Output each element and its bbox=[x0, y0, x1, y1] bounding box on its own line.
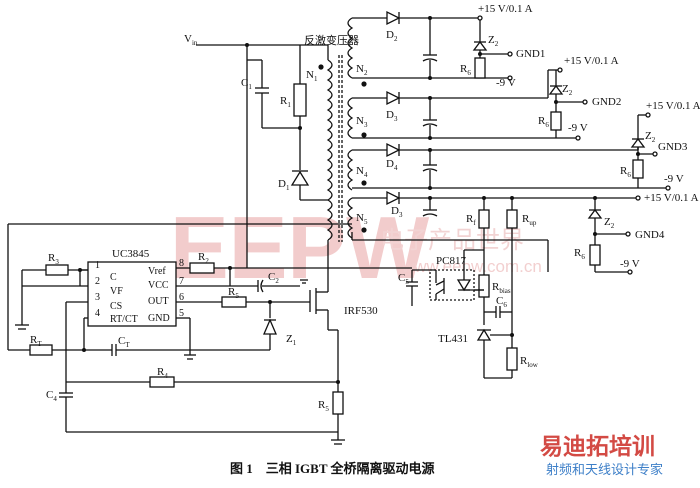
pin-6: 6 bbox=[179, 292, 184, 303]
rf-resistor bbox=[478, 209, 490, 229]
r5-label-gate: R5 bbox=[228, 286, 239, 300]
out2-neg: -9 V bbox=[568, 122, 588, 134]
pin-out-name: OUT bbox=[148, 296, 169, 307]
rbias-resistor bbox=[478, 274, 490, 298]
out1-voltage: +15 V/0.1 A bbox=[478, 3, 533, 15]
out2-voltage: +15 V/0.1 A bbox=[564, 55, 619, 67]
tl431-regulator bbox=[476, 328, 492, 341]
d1-diode bbox=[290, 170, 310, 186]
pin-4: 4 bbox=[95, 308, 100, 319]
pin-c-name: C bbox=[110, 272, 117, 283]
n4-winding bbox=[347, 149, 354, 191]
r5-resistor-gate bbox=[221, 296, 247, 308]
z2-label-3: Z2 bbox=[645, 130, 656, 144]
n2-label: N2 bbox=[356, 63, 368, 77]
r4-resistor bbox=[149, 376, 175, 388]
out4-voltage: +15 V/0.1 A bbox=[644, 192, 699, 204]
corner-sub: 射频和天线设计专家 bbox=[546, 462, 663, 477]
n2-winding bbox=[347, 17, 354, 79]
n4-label: N4 bbox=[356, 165, 368, 179]
d4-diode bbox=[386, 142, 401, 158]
r2-resistor bbox=[189, 262, 215, 274]
out3-neg: -9 V bbox=[664, 173, 684, 185]
watermark-brand: EEPW bbox=[170, 198, 429, 297]
chip-name: UC3845 bbox=[112, 248, 150, 260]
pc817-label: PC817 bbox=[436, 255, 466, 267]
r3-label: R3 bbox=[48, 252, 59, 266]
d4-label: D4 bbox=[386, 158, 398, 172]
rup-label: Rup bbox=[522, 213, 537, 227]
n5-winding bbox=[347, 197, 354, 239]
out1-gnd: GND1 bbox=[516, 48, 545, 60]
r3-resistor bbox=[45, 264, 69, 276]
d3-label-b: D3 bbox=[391, 205, 403, 219]
rt-label: RT bbox=[30, 334, 42, 348]
corner-title: 易迪拓培训 bbox=[540, 433, 655, 459]
z2-label-1: Z2 bbox=[488, 34, 499, 48]
r1-resistor bbox=[293, 83, 307, 117]
pin-5: 5 bbox=[179, 308, 184, 319]
pin-vcc-name: VCC bbox=[148, 280, 169, 291]
tl431-label: TL431 bbox=[438, 333, 468, 345]
z2-label-2: Z2 bbox=[562, 83, 573, 97]
n1-label: N1 bbox=[306, 69, 318, 83]
out3-voltage: +15 V/0.1 A bbox=[646, 100, 700, 112]
rlow-resistor bbox=[506, 347, 518, 371]
pin-cs-name: CS bbox=[110, 301, 122, 312]
c1-label: C1 bbox=[241, 77, 252, 91]
rlow-label: Rlow bbox=[520, 355, 539, 369]
rbias-label: Rbias bbox=[492, 281, 511, 295]
mosfet-label: IRF530 bbox=[344, 305, 378, 317]
d3-label-a: D3 bbox=[386, 109, 398, 123]
d1-label: D1 bbox=[278, 178, 290, 192]
c6-label: C6 bbox=[496, 295, 507, 309]
r5-resistor-sense bbox=[332, 391, 344, 415]
c5-label: C5 bbox=[398, 272, 409, 286]
r6-label-2: R6 bbox=[538, 115, 549, 129]
r6-label-3: R6 bbox=[620, 165, 631, 179]
r1-label: R1 bbox=[280, 95, 291, 109]
rup-resistor bbox=[506, 209, 518, 229]
pin-8: 8 bbox=[179, 258, 184, 269]
d3-diode bbox=[386, 90, 401, 106]
out1-neg: -9 V bbox=[496, 77, 516, 89]
out2-gnd: GND2 bbox=[592, 96, 621, 108]
vin-label: Vin bbox=[184, 33, 198, 47]
c4-label: C4 bbox=[46, 389, 57, 403]
d2-label: D2 bbox=[386, 29, 398, 43]
pin-gnd-name: GND bbox=[148, 313, 170, 324]
r6-label-4: R6 bbox=[574, 247, 585, 261]
r5-label-sense: R5 bbox=[318, 399, 329, 413]
c2-label: C2 bbox=[268, 271, 279, 285]
z1-label: Z1 bbox=[286, 333, 297, 347]
figure-caption: 图 1 三相 IGBT 全桥隔离驱动电源 bbox=[230, 461, 435, 476]
n5-label: N5 bbox=[356, 212, 368, 226]
pin-7: 7 bbox=[179, 276, 184, 287]
out4-gnd: GND4 bbox=[635, 229, 665, 241]
pin-2: 2 bbox=[95, 276, 100, 287]
corner-watermark: 易迪拓培训 射频和天线设计专家 bbox=[540, 433, 663, 477]
primary-winding bbox=[326, 59, 333, 241]
pin-3: 3 bbox=[95, 292, 100, 303]
pin-vf-name: VF bbox=[110, 286, 123, 297]
n3-winding bbox=[347, 97, 354, 139]
z2-label-4: Z2 bbox=[604, 216, 615, 230]
rf-label: Rf bbox=[466, 213, 476, 227]
d2-diode bbox=[386, 10, 401, 26]
r6-label-1: R6 bbox=[460, 63, 471, 77]
out3-gnd: GND3 bbox=[658, 141, 688, 153]
out4-neg: -9 V bbox=[620, 258, 640, 270]
pin-1: 1 bbox=[95, 260, 100, 271]
pin-rtct-name: RT/CT bbox=[110, 314, 138, 325]
ct-label: CT bbox=[118, 335, 130, 349]
r4-label: R4 bbox=[157, 366, 168, 380]
transformer-title: 反激变压器 bbox=[304, 33, 359, 47]
pin-vref-name: Vref bbox=[148, 266, 166, 277]
n3-label: N3 bbox=[356, 115, 368, 129]
r2-label: R2 bbox=[198, 251, 209, 265]
uc3845-chip bbox=[87, 261, 177, 327]
d3-diode-b bbox=[386, 190, 401, 206]
